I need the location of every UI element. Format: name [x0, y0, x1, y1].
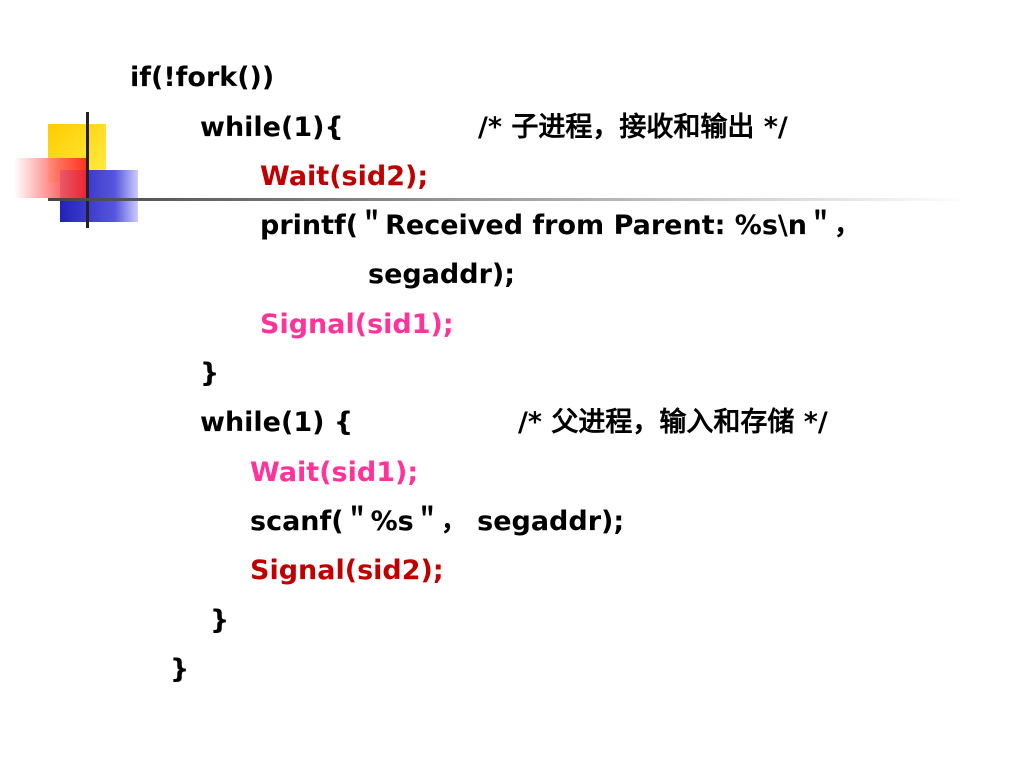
code-line-2: while(1){ [200, 112, 344, 143]
code-line-3: Wait(sid2); [260, 161, 429, 192]
code-line-1: if(!fork()) [130, 62, 275, 93]
code-comment-parent: /* 父进程，输入和存储 */ [518, 407, 828, 438]
code-line-10: scanf(＂%s＂， segaddr); [250, 506, 625, 537]
code-line-7: } [200, 358, 220, 389]
code-line-8: while(1) { [200, 407, 354, 438]
code-line-6: Signal(sid1); [260, 309, 454, 340]
slide-decoration [14, 112, 968, 228]
code-line-4: printf(＂Received from Parent: %s\n＂， [260, 210, 862, 241]
deco-vertical-line [86, 112, 89, 228]
code-line-11: Signal(sid2); [250, 555, 444, 586]
deco-horizontal-line [48, 198, 968, 201]
code-line-9: Wait(sid1); [250, 457, 419, 488]
deco-red-bar [14, 158, 86, 198]
code-line-12: } [210, 605, 230, 636]
code-line-5: segaddr); [368, 259, 516, 290]
code-comment-child: /* 子进程，接收和输出 */ [478, 112, 788, 143]
code-line-13: } [170, 654, 190, 685]
